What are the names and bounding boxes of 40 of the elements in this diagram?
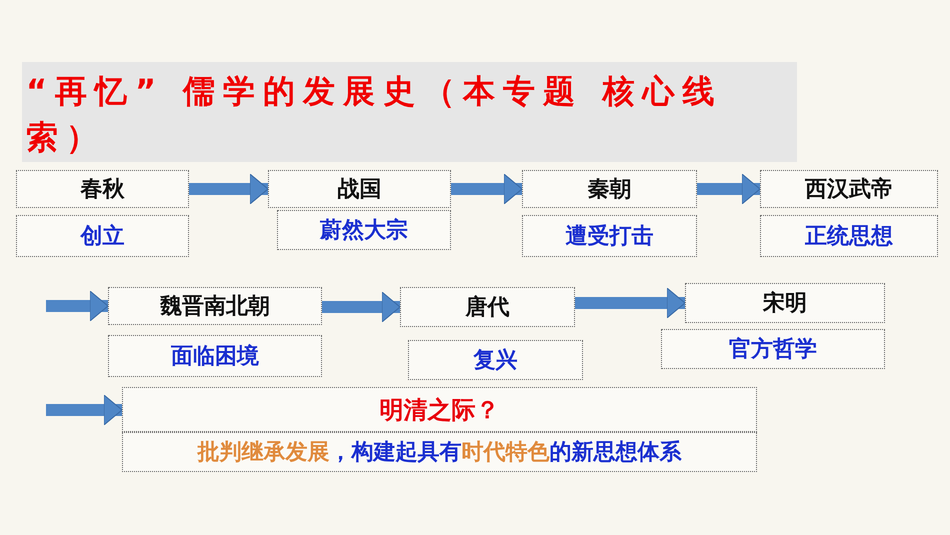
period-box [760,170,938,208]
period-box [16,170,189,208]
period-box [522,170,697,208]
block-arrow [46,394,122,426]
period-name: 春秋 [80,176,124,204]
description-box [122,432,757,472]
block-arrow [451,174,522,204]
period-name: 唐代 [466,294,510,322]
block-arrow [575,288,686,318]
description-box [760,215,938,257]
period-box [108,287,322,325]
description-box [277,210,451,250]
description-text: 官方哲学 [729,336,817,364]
description-text: 创立 [80,222,124,251]
period-name: 战国 [338,176,382,204]
description-text: 蔚然大宗 [320,216,408,245]
description-box [522,215,697,257]
question-text: 明清之际？ [380,394,500,426]
description-box [108,335,322,377]
block-arrow [322,292,400,322]
description-text: 正统思想 [805,223,893,251]
description-box [16,215,189,257]
period-box [268,170,451,208]
description-text: 批判继承发展，构建起具有时代特色的新思想体系 [198,439,682,467]
description-text: 复兴 [474,347,518,375]
period-name: 魏晋南北朝 [160,293,270,321]
description-box [408,340,583,380]
block-arrow [697,174,760,204]
description-box [661,329,885,369]
period-name: 秦朝 [588,176,632,204]
block-arrow [189,174,268,204]
question-box [122,387,757,432]
period-name: 西汉武帝 [805,176,893,204]
block-arrow [46,290,108,322]
title-banner: “再忆” 儒学的发展史（本专题 核心线索） [22,62,797,162]
description-text: 面临困境 [171,342,259,371]
period-name: 宋明 [763,290,807,318]
description-text: 遭受打击 [566,223,654,251]
period-box [685,283,885,323]
period-box [400,287,575,327]
